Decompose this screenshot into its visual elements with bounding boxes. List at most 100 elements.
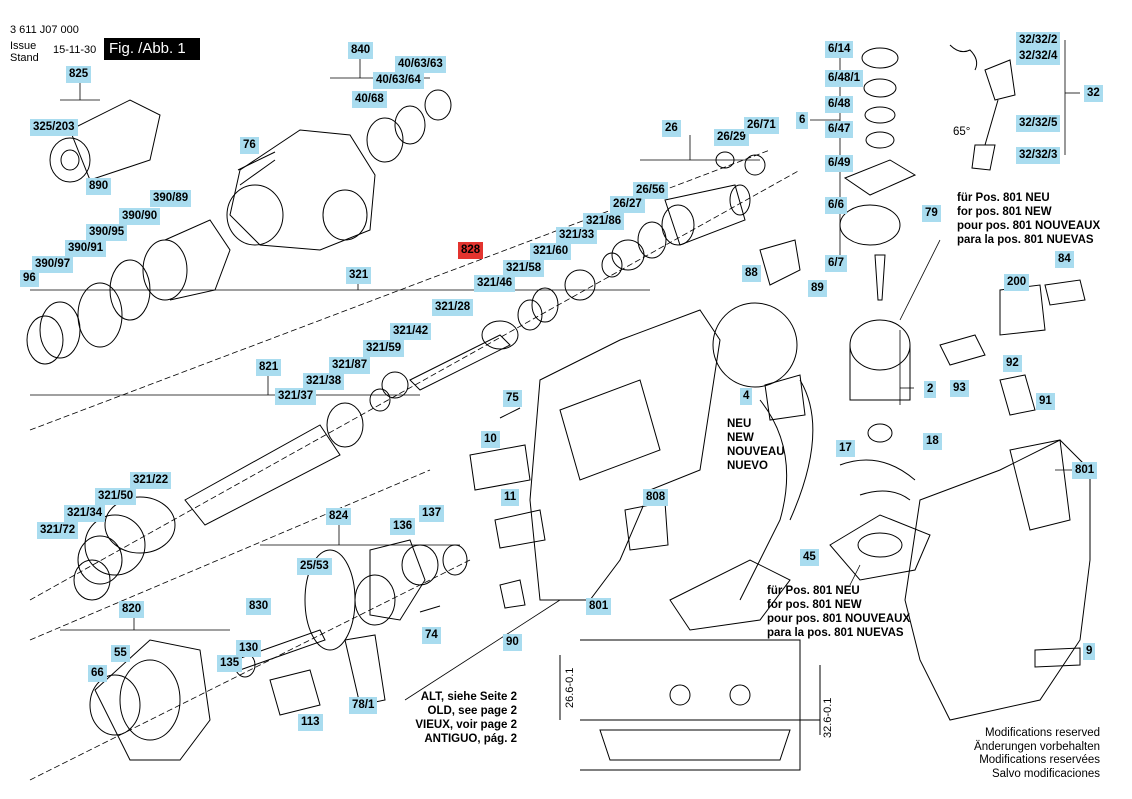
part-tag-91[interactable]: 91: [1036, 393, 1055, 410]
part-tag-26[interactable]: 26: [662, 120, 681, 137]
part-tag-113[interactable]: 113: [298, 714, 323, 731]
part-tag-6-48[interactable]: 6/48: [825, 96, 854, 113]
part-tag-830[interactable]: 830: [246, 598, 272, 615]
part-tag-6-47[interactable]: 6/47: [825, 121, 854, 138]
part-tag-828[interactable]: 828: [458, 242, 484, 259]
mods-line4: Salvo modificaciones: [991, 767, 1100, 780]
part-tag-801-right[interactable]: 801: [1072, 462, 1098, 479]
part-tag-321-28[interactable]: 321/28: [432, 299, 474, 316]
part-tag-45[interactable]: 45: [800, 549, 819, 566]
new-note-line1: NEU: [727, 418, 752, 430]
doc-number: 3 611 J07 000: [10, 24, 79, 36]
part-tag-11[interactable]: 11: [501, 489, 520, 506]
part-tag-321-87[interactable]: 321/87: [329, 357, 371, 374]
dimension-32-6: 32.6-0.1: [822, 697, 834, 738]
part-tag-89[interactable]: 89: [808, 280, 827, 297]
part-tag-32-32-5[interactable]: 32/32/5: [1016, 115, 1061, 132]
pos801-note-bottom-line3: pour pos. 801 NOUVEAUX: [767, 613, 911, 625]
part-tag-821[interactable]: 821: [256, 359, 282, 376]
pos801-note-top-line1: für Pos. 801 NEU: [957, 192, 1050, 204]
part-tag-137[interactable]: 137: [419, 505, 445, 522]
part-tag-321-50[interactable]: 321/50: [95, 488, 137, 505]
dimension-26-6: 26.6-0.1: [564, 667, 576, 708]
part-tag-321-37[interactable]: 321/37: [275, 388, 317, 405]
part-tag-808[interactable]: 808: [643, 489, 669, 506]
part-tag-321-72[interactable]: 321/72: [37, 522, 79, 539]
old-note-line3: VIEUX, voir page 2: [415, 719, 517, 731]
part-tag-321-34[interactable]: 321/34: [64, 505, 106, 522]
part-tag-9[interactable]: 9: [1083, 643, 1096, 660]
part-tag-75[interactable]: 75: [503, 390, 522, 407]
part-tag-96[interactable]: 96: [20, 270, 39, 287]
part-tag-88[interactable]: 88: [742, 265, 761, 282]
part-tag-74[interactable]: 74: [422, 627, 441, 644]
part-tag-92[interactable]: 92: [1003, 355, 1022, 372]
part-tag-390-90[interactable]: 390/90: [119, 208, 161, 225]
part-tag-321-33[interactable]: 321/33: [556, 227, 598, 244]
part-tag-93[interactable]: 93: [950, 380, 969, 397]
housing-801-drawing: [904, 439, 1091, 721]
part-tag-84[interactable]: 84: [1055, 251, 1074, 268]
part-tag-325-203[interactable]: 325/203: [30, 119, 78, 136]
part-tag-321-38[interactable]: 321/38: [303, 373, 345, 390]
part-tag-130[interactable]: 130: [236, 640, 262, 657]
issue-label: Issue: [10, 40, 37, 52]
part-tag-26-71[interactable]: 26/71: [744, 117, 779, 134]
part-tag-18[interactable]: 18: [923, 433, 942, 450]
part-tag-6-48-1[interactable]: 6/48/1: [825, 70, 863, 87]
part-tag-26-29[interactable]: 26/29: [714, 129, 749, 146]
part-tag-390-89[interactable]: 390/89: [150, 190, 192, 207]
part-26-drawing: [637, 151, 766, 259]
part-tag-390-91[interactable]: 390/91: [65, 240, 107, 257]
part-tag-200[interactable]: 200: [1004, 274, 1030, 291]
part-tag-26-27[interactable]: 26/27: [610, 196, 645, 213]
part-tag-890[interactable]: 890: [86, 178, 112, 195]
part-tag-321[interactable]: 321: [346, 267, 372, 284]
part-tag-390-95[interactable]: 390/95: [86, 224, 128, 241]
part-tag-6-49[interactable]: 6/49: [825, 155, 854, 172]
part-820-drawing: [89, 629, 326, 761]
part-tag-4[interactable]: 4: [740, 388, 753, 405]
part-tag-66[interactable]: 66: [88, 665, 107, 682]
part-tag-136[interactable]: 136: [390, 518, 416, 535]
old-note-line4: ANTIGUO, pág. 2: [424, 733, 517, 745]
part-tag-824[interactable]: 824: [326, 508, 352, 525]
old-note-line2: OLD, see page 2: [427, 705, 517, 717]
part-tag-6-14[interactable]: 6/14: [825, 41, 854, 58]
part-tag-6-6[interactable]: 6/6: [825, 197, 847, 214]
part-tag-55[interactable]: 55: [111, 645, 130, 662]
part-tag-17[interactable]: 17: [836, 440, 855, 457]
part-tag-40-68[interactable]: 40/68: [352, 91, 387, 108]
part-tag-6[interactable]: 6: [796, 112, 809, 129]
part-tag-840[interactable]: 840: [348, 42, 374, 59]
part-tag-78-1[interactable]: 78/1: [349, 697, 378, 714]
part-tag-32-32-3[interactable]: 32/32/3: [1016, 147, 1061, 164]
part-tag-321-22[interactable]: 321/22: [130, 472, 172, 489]
part-tag-6-7[interactable]: 6/7: [825, 255, 847, 272]
part-tag-321-86[interactable]: 321/86: [583, 213, 625, 230]
part-tag-90[interactable]: 90: [503, 634, 522, 651]
part-tag-79[interactable]: 79: [922, 205, 941, 222]
part-tag-40-63-63[interactable]: 40/63/63: [395, 56, 446, 73]
part-tag-321-58[interactable]: 321/58: [503, 260, 545, 277]
part-tag-321-60[interactable]: 321/60: [530, 243, 572, 260]
part-tag-32-32-4[interactable]: 32/32/4: [1016, 48, 1061, 65]
mods-line3: Modifications reservées: [979, 754, 1100, 766]
part-tag-321-46[interactable]: 321/46: [474, 275, 516, 292]
part-tag-390-97[interactable]: 390/97: [32, 256, 74, 273]
part-tag-76[interactable]: 76: [240, 137, 259, 154]
part-tag-32[interactable]: 32: [1084, 85, 1103, 102]
part-tag-801-housing[interactable]: 801: [586, 598, 612, 615]
part-tag-321-59[interactable]: 321/59: [363, 340, 405, 357]
part-tag-40-63-64[interactable]: 40/63/64: [373, 72, 424, 89]
pos801-note-top-line2: for pos. 801 NEW: [957, 206, 1052, 218]
part-tag-820[interactable]: 820: [119, 601, 145, 618]
part-tag-25-53[interactable]: 25/53: [297, 558, 332, 575]
part-tag-32-32-2[interactable]: 32/32/2: [1016, 32, 1061, 49]
part-tag-321-42[interactable]: 321/42: [390, 323, 432, 340]
part-tag-2[interactable]: 2: [924, 381, 937, 398]
part-tag-10[interactable]: 10: [481, 431, 500, 448]
part-tag-26-56[interactable]: 26/56: [633, 182, 668, 199]
part-tag-135[interactable]: 135: [217, 655, 243, 672]
part-tag-825[interactable]: 825: [66, 66, 92, 83]
